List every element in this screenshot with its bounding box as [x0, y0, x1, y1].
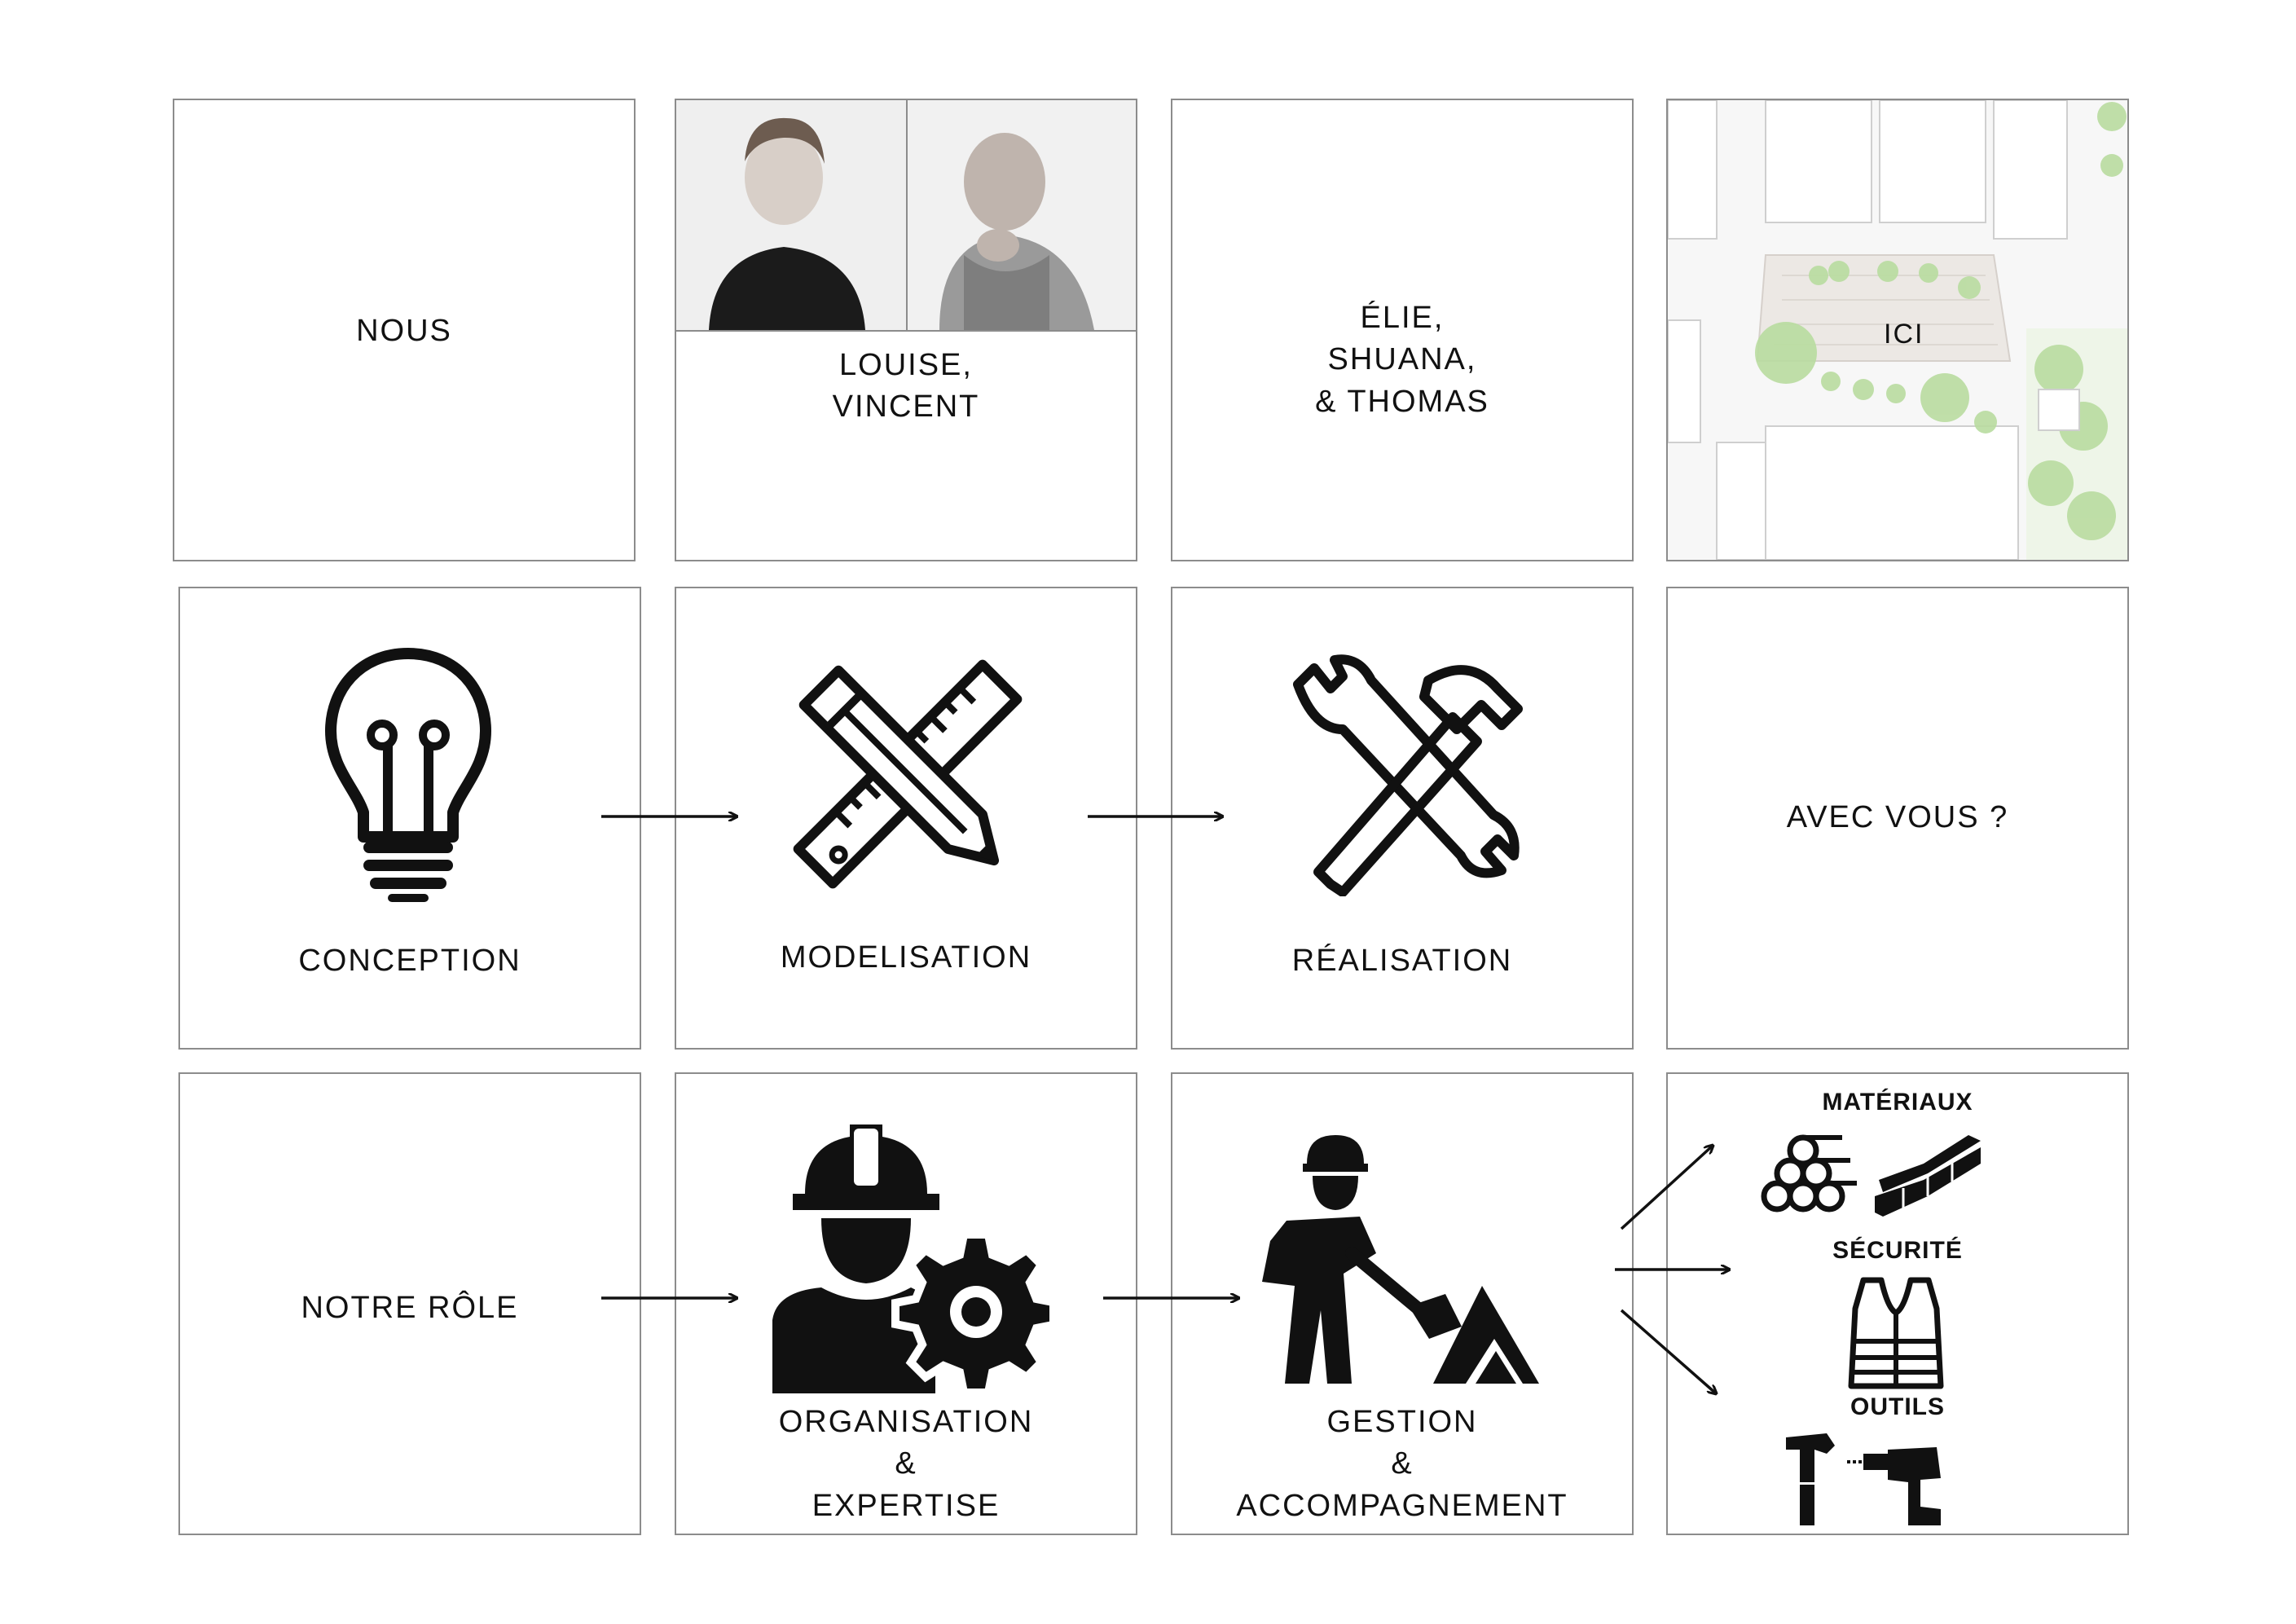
tile-modelisation: MODELISATION [675, 587, 1137, 1050]
tile-resources: MATÉRIAUX SÉCURITÉ OUTILS [1666, 1072, 2129, 1535]
worker-shovel-icon [1262, 1135, 1539, 1384]
photo-louise [676, 100, 906, 330]
hammer-drill-icon [1786, 1433, 1941, 1525]
tile-notre-role-label: NOTRE RÔLE [301, 1291, 519, 1325]
wrench-hammer-icon [1293, 654, 1523, 896]
outils-title: OUTILS [1850, 1393, 1945, 1420]
tile-gestion: GESTION & ACCOMPAGNEMENT [1171, 1072, 1634, 1535]
tile-avec-vous: AVEC VOUS ? [1666, 587, 2129, 1050]
map-label-ici: ICI [1884, 319, 1924, 350]
ruler-pencil-icon [793, 659, 1023, 889]
worker-gear-icon [772, 1124, 1049, 1393]
tile-gestion-label: GESTION & ACCOMPAGNEMENT [1236, 1405, 1568, 1523]
materiaux-title: MATÉRIAUX [1822, 1089, 1973, 1116]
tile-team-label: LOUISE, VINCENT [832, 348, 980, 425]
tile-modelisation-label: MODELISATION [780, 940, 1032, 975]
securite-title: SÉCURITÉ [1832, 1237, 1963, 1264]
safety-vest-icon [1848, 1277, 1944, 1389]
tile-conception-label: CONCEPTION [298, 944, 521, 978]
photo-divider [676, 330, 1136, 332]
tile-realisation: RÉALISATION [1171, 587, 1634, 1050]
tile-team-b-label: ÉLIE, SHUANA, & THOMAS [1315, 301, 1489, 419]
tile-team-louise-vincent: LOUISE, VINCENT [675, 99, 1137, 561]
tile-nous-label: NOUS [356, 314, 452, 348]
site-map [1668, 100, 2127, 560]
tile-team-elie-shuana-thomas: ÉLIE, SHUANA, & THOMAS [1171, 99, 1634, 561]
tile-nous: NOUS [173, 99, 636, 561]
tile-realisation-label: RÉALISATION [1291, 944, 1513, 978]
tile-organisation: ORGANISATION & EXPERTISE [675, 1072, 1137, 1535]
photo-vincent [907, 100, 1136, 330]
lightbulb-icon [325, 648, 491, 902]
tile-conception: CONCEPTION [178, 587, 641, 1050]
tile-map: ICI [1666, 99, 2129, 561]
tile-notre-role: NOTRE RÔLE [178, 1072, 641, 1535]
tile-organisation-label: ORGANISATION & EXPERTISE [778, 1405, 1034, 1523]
tile-avec-vous-label: AVEC VOUS ? [1786, 800, 2009, 834]
logs-bricks-icon [1761, 1134, 1981, 1217]
